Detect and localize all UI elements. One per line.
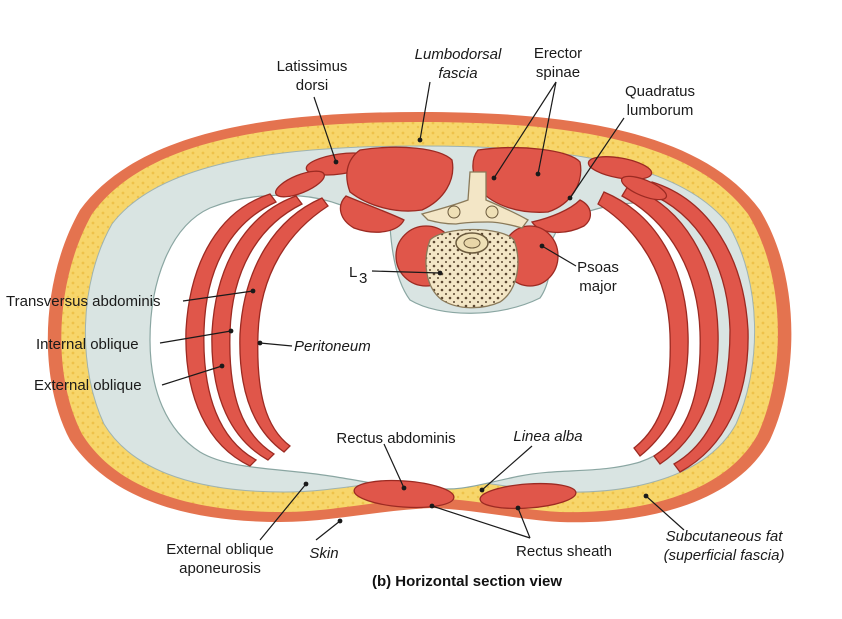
left-quadratus-lumborum: [339, 195, 405, 233]
l3-label: L: [349, 264, 357, 281]
erector-label-2: spinae: [536, 64, 580, 81]
figure-caption: (b) Horizontal section view: [372, 573, 562, 590]
quadratus-label-2: lumborum: [627, 102, 694, 119]
skin-label: Skin: [309, 545, 338, 562]
internal-oblique-label: Internal oblique: [36, 336, 139, 353]
ext-aponeurosis-label-2: aponeurosis: [179, 560, 261, 577]
erector-label-1: Erector: [534, 45, 582, 62]
left-facet: [447, 205, 461, 219]
right-transversus: [597, 191, 689, 457]
latissimus-label-1: Latissimus: [277, 58, 348, 75]
right-lateral-muscles: [597, 181, 749, 473]
right-internal-oblique: [621, 185, 719, 465]
rectus-sheath-label: Rectus sheath: [516, 543, 612, 560]
right-latissimus-dorsi: [587, 156, 653, 180]
subcut-label-1: Subcutaneous fat: [666, 528, 784, 545]
vertebral-body: [425, 228, 519, 309]
l3-vertebra: [420, 171, 529, 309]
external-oblique-label: External oblique: [34, 377, 142, 394]
quadratus-label-1: Quadratus: [625, 83, 695, 100]
right-facet: [485, 205, 499, 219]
left-internal-oblique: [211, 195, 303, 461]
left-lateral-muscles: [185, 193, 329, 467]
left-erector-spinae: [346, 146, 454, 212]
lumbodorsal-label-1: Lumbodorsal: [415, 46, 502, 63]
abdominal-cavity: [149, 194, 714, 490]
l3-subscript: 3: [359, 270, 367, 287]
right-external-oblique: [645, 181, 749, 473]
leader-dots: [219, 137, 649, 524]
subcut-label-2: (superficial fascia): [664, 547, 785, 564]
left-flank-muscle: [275, 170, 325, 198]
ext-aponeurosis-label-1: External oblique: [166, 541, 274, 558]
linea-alba-label: Linea alba: [513, 428, 582, 445]
latissimus-label-2: dorsi: [296, 77, 329, 94]
transversus-label: Transversus abdominis: [6, 293, 161, 310]
left-external-oblique: [185, 193, 278, 467]
rectus-abdominis-label: Rectus abdominis: [336, 430, 455, 447]
left-rectus-abdominis: [353, 479, 455, 509]
lumbodorsal-label-2: fascia: [438, 65, 477, 82]
psoas-label-1: Psoas: [577, 259, 619, 276]
psoas-label-2: major: [579, 278, 617, 295]
peritoneum-label: Peritoneum: [294, 338, 371, 355]
right-flank-muscle: [620, 175, 668, 201]
leader-lines: [159, 81, 685, 541]
right-quadratus-lumborum: [530, 199, 591, 233]
right-rectus-abdominis: [479, 482, 577, 510]
spinal-cord: [463, 237, 481, 249]
left-transversus: [239, 197, 329, 453]
